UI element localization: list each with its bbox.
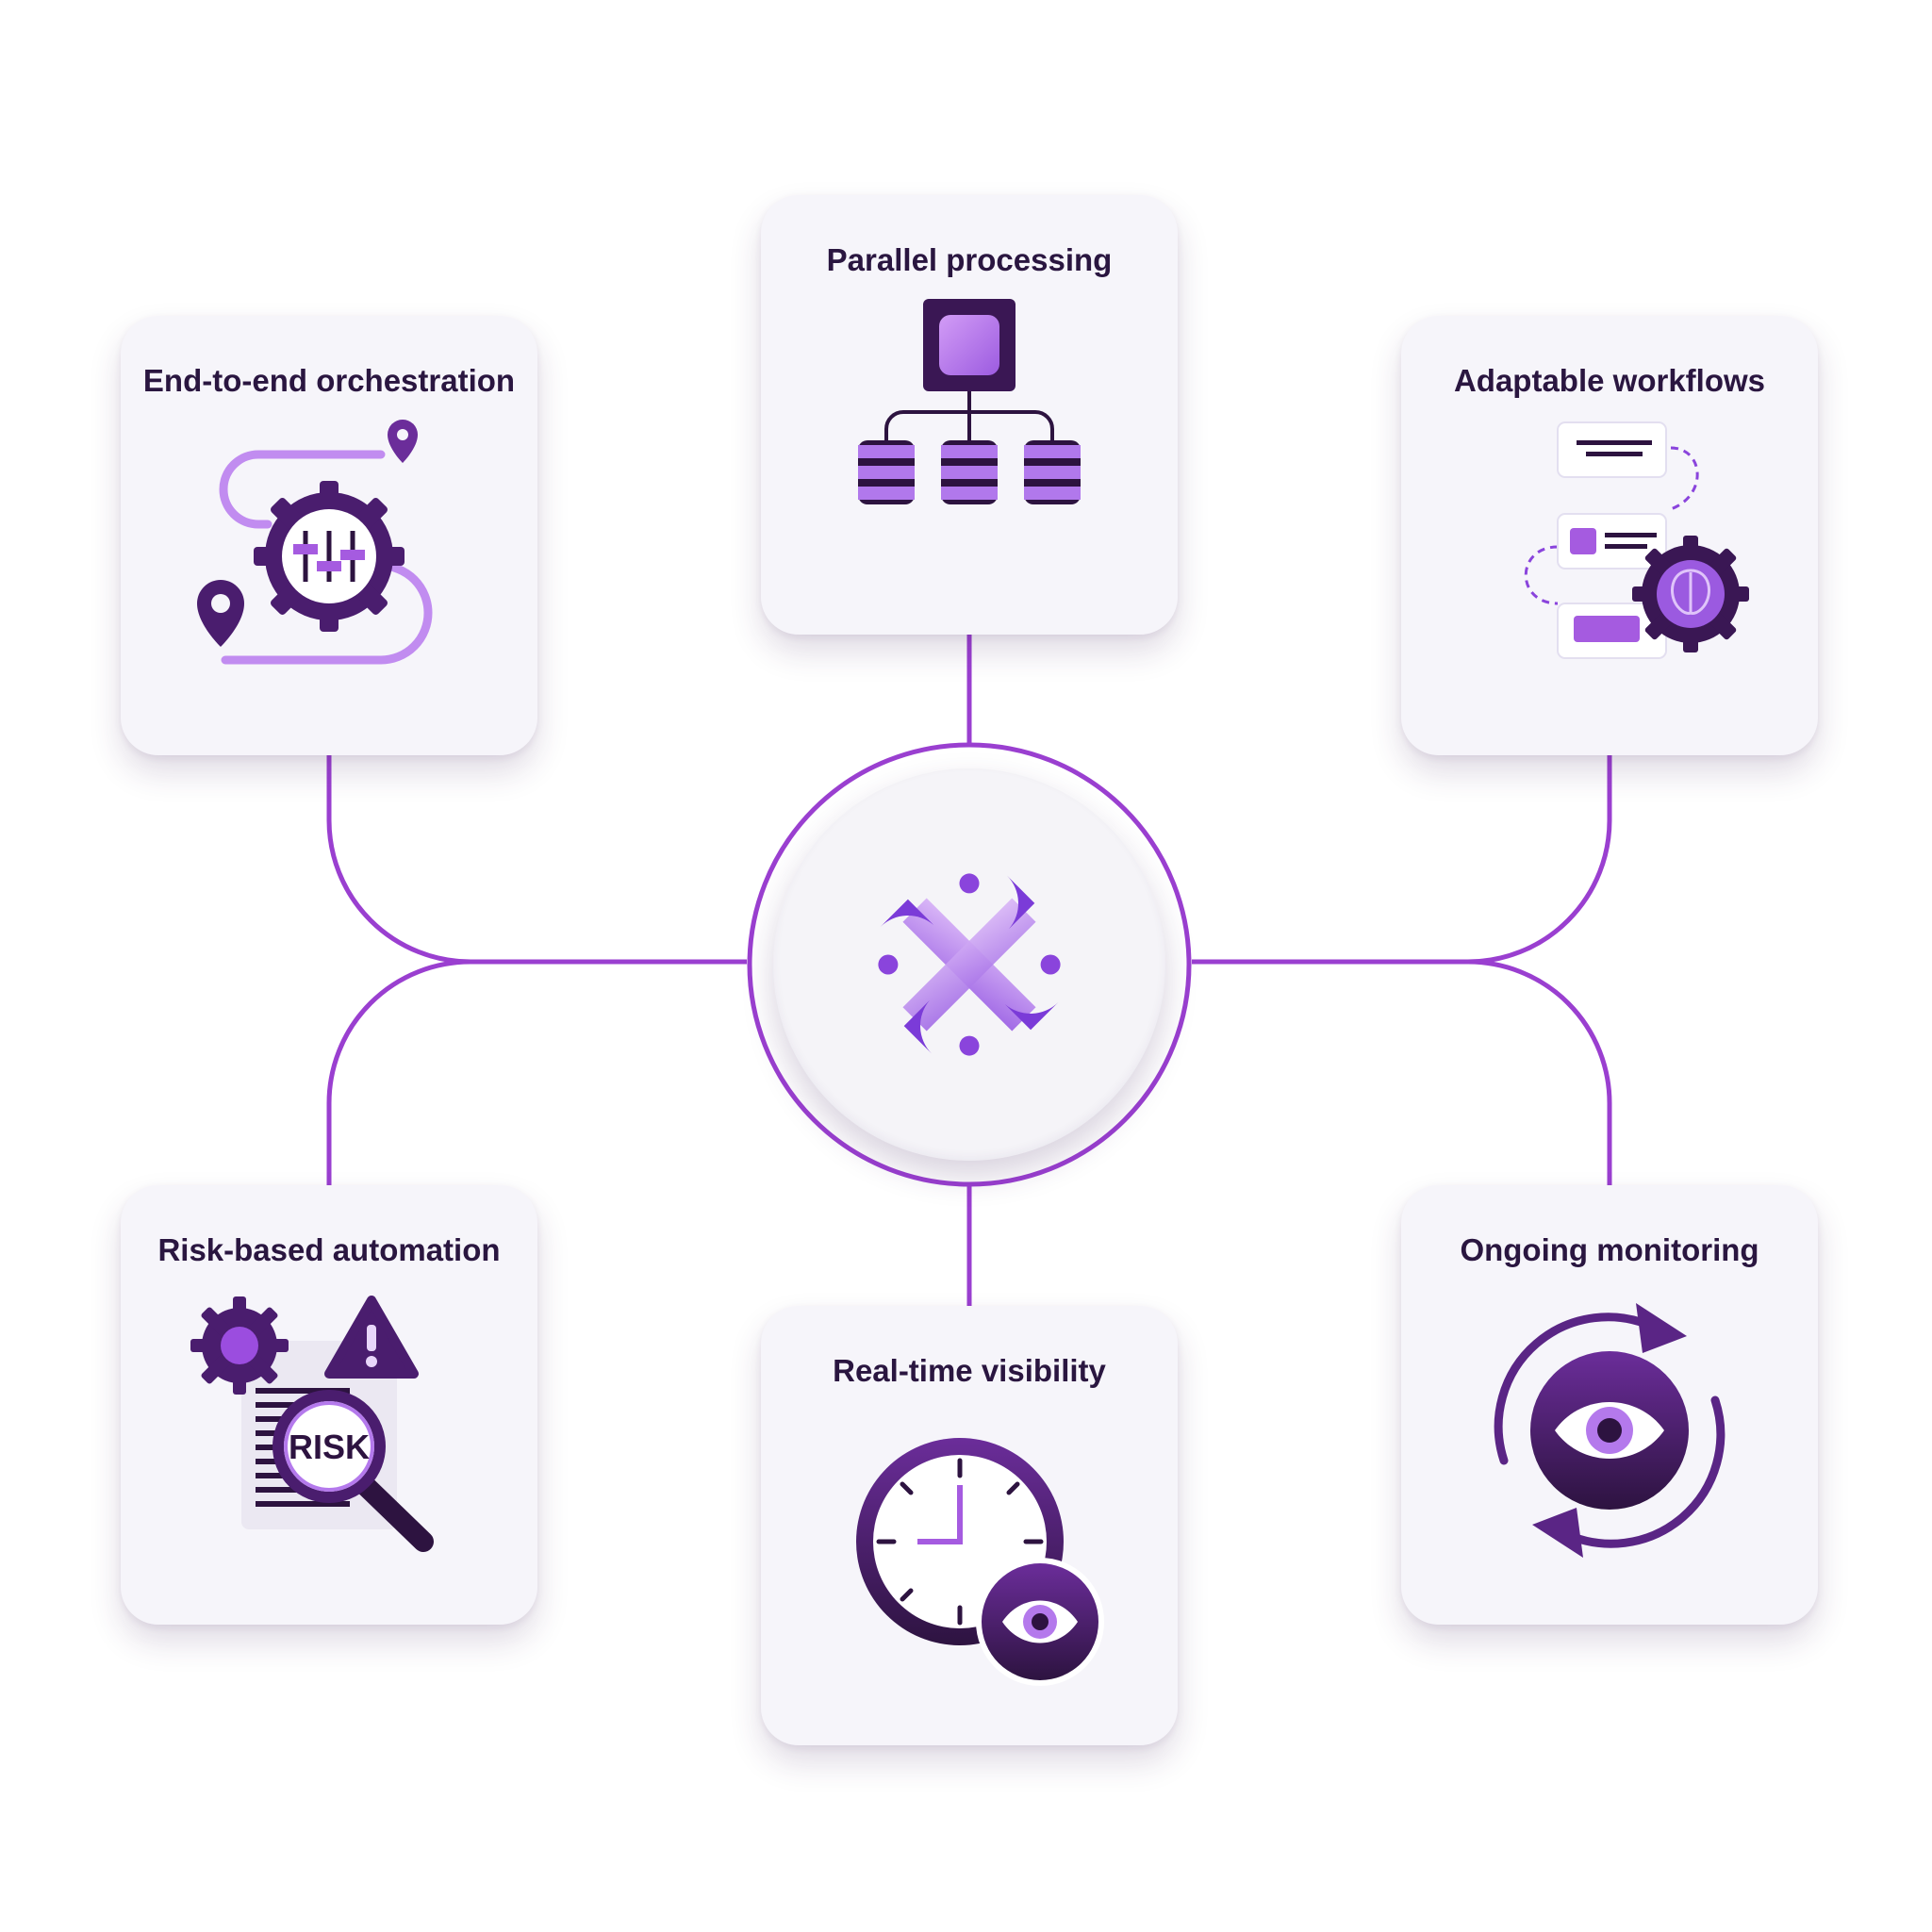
card-title: Parallel processing: [826, 242, 1113, 277]
card-adaptable-workflows: Adaptable workflows: [1401, 316, 1818, 755]
card-end-to-end-orchestration: End-to-end orchestration: [121, 316, 537, 755]
central-logo-icon: [878, 873, 1061, 1056]
card-title: End-to-end orchestration: [142, 363, 516, 398]
card-parallel-processing: Parallel processing: [761, 195, 1178, 635]
risk-label: RISK: [289, 1428, 370, 1466]
processor-databases-icon: [858, 299, 1081, 504]
card-risk-based-automation: Risk-based automation: [121, 1185, 537, 1625]
card-real-time-visibility: Real-time visibility: [761, 1306, 1178, 1745]
gear-route-icon: [197, 420, 433, 665]
clock-eye-icon: [856, 1438, 1104, 1686]
eye-cycle-icon: [1494, 1303, 1726, 1558]
risk-magnifier-icon: RISK: [190, 1296, 434, 1552]
workflow-brain-gear-icon: [1524, 421, 1749, 659]
card-title: Adaptable workflows: [1453, 363, 1766, 398]
card-title: Ongoing monitoring: [1460, 1232, 1759, 1267]
card-title: Risk-based automation: [157, 1232, 501, 1267]
card-title: Real-time visibility: [833, 1353, 1106, 1388]
card-ongoing-monitoring: Ongoing monitoring: [1401, 1185, 1818, 1625]
central-hub: [773, 768, 1165, 1161]
